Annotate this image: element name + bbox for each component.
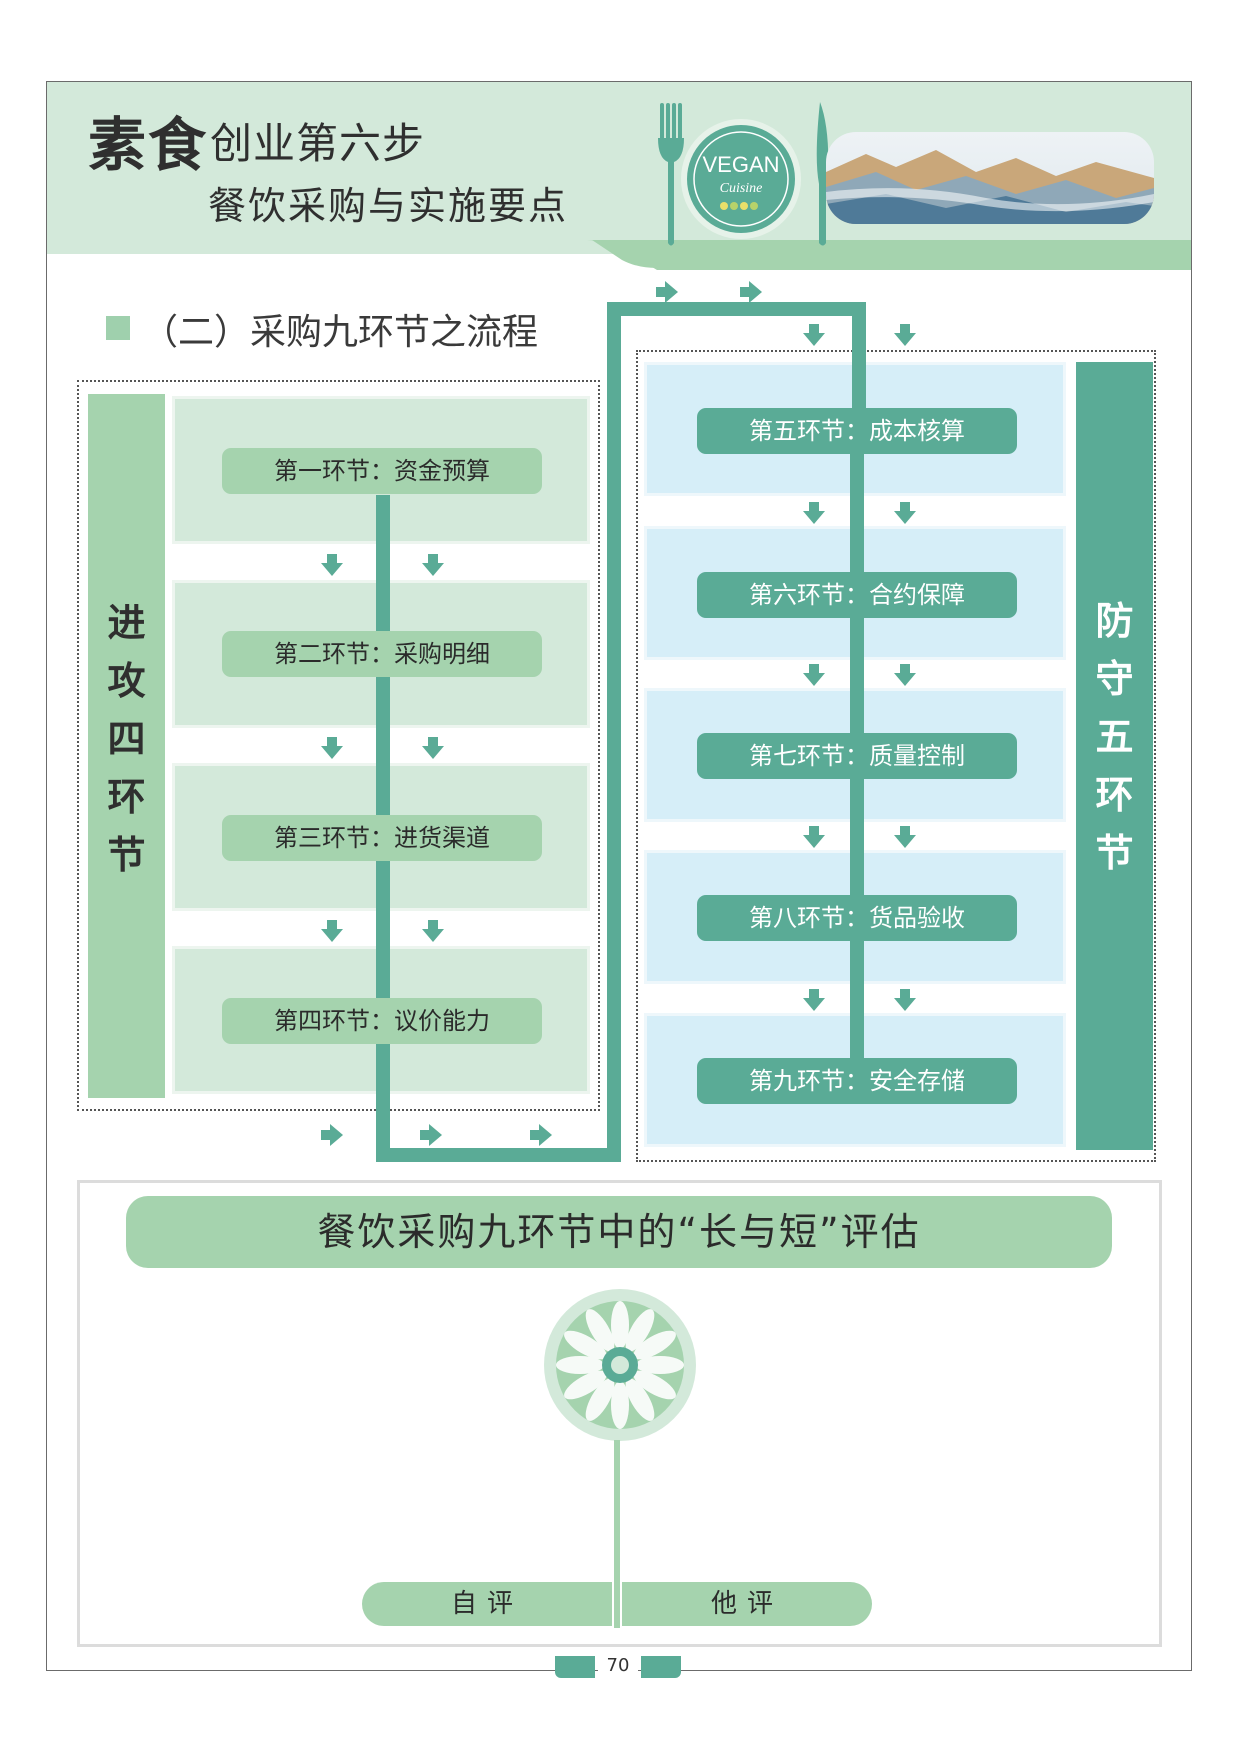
- step-4: 第四环节：议价能力: [222, 998, 542, 1044]
- step-5: 第五环节：成本核算: [697, 408, 1017, 454]
- knife-icon: [816, 102, 829, 246]
- arrow-down-icon: [803, 989, 916, 1011]
- step-8: 第八环节：货品验收: [697, 895, 1017, 941]
- svg-text:Cuisine: Cuisine: [720, 181, 763, 196]
- arrow-down-icon: [321, 737, 444, 759]
- svg-text:VEGAN: VEGAN: [702, 152, 779, 177]
- step-1: 第一环节：资金预算: [222, 448, 542, 494]
- page-subtitle: 餐饮采购与实施要点: [208, 184, 569, 228]
- defense-group: [636, 350, 1156, 1162]
- title-emphasis: 素食: [88, 111, 209, 179]
- page-title: 创业第六步: [210, 119, 426, 168]
- offense-band: 进 攻 四 环 节: [88, 394, 165, 1098]
- page-number: 70: [598, 1650, 638, 1682]
- arrow-right-icon: [656, 281, 762, 303]
- arrow-down-icon: [803, 664, 916, 686]
- arrow-down-icon: [321, 920, 444, 942]
- step-9: 第九环节：安全存储: [697, 1058, 1017, 1104]
- header-wave: [47, 240, 1191, 270]
- peer-evaluation-label: 他评: [622, 1582, 872, 1626]
- step-2: 第二环节：采购明细: [222, 631, 542, 677]
- evaluation-panel: [77, 1180, 1162, 1647]
- self-evaluation-label: 自评: [362, 1582, 612, 1626]
- mountain-image: [826, 132, 1154, 224]
- section-title: （二）采购九环节之流程: [142, 312, 539, 353]
- page-tab-left: [555, 1656, 595, 1678]
- vegan-cuisine-logo: VEGAN Cuisine: [681, 119, 801, 239]
- step-6: 第六环节：合约保障: [697, 572, 1017, 618]
- offense-label: 进 攻 四 环 节: [107, 601, 146, 877]
- arrow-down-icon: [321, 554, 444, 576]
- defense-band: 防 守 五 环 节: [1076, 362, 1153, 1150]
- offense-group: [77, 380, 600, 1111]
- flower-emblem-icon: [544, 1289, 696, 1441]
- step-3: 第三环节：进货渠道: [222, 815, 542, 861]
- evaluation-title: 餐饮采购九环节中的“长与短”评估: [126, 1196, 1112, 1268]
- page-tab-right: [641, 1656, 681, 1678]
- arrow-down-icon: [803, 502, 916, 524]
- evaluation-stem: [614, 1440, 620, 1628]
- section-marker: [106, 316, 130, 340]
- defense-label: 防 守 五 环 节: [1095, 599, 1134, 875]
- fork-icon: [658, 103, 684, 246]
- arrow-down-icon: [803, 826, 916, 848]
- arrow-right-icon: [321, 1124, 552, 1146]
- arrow-down-icon: [803, 324, 916, 346]
- step-7: 第七环节：质量控制: [697, 733, 1017, 779]
- flow-arrows: [321, 281, 916, 1146]
